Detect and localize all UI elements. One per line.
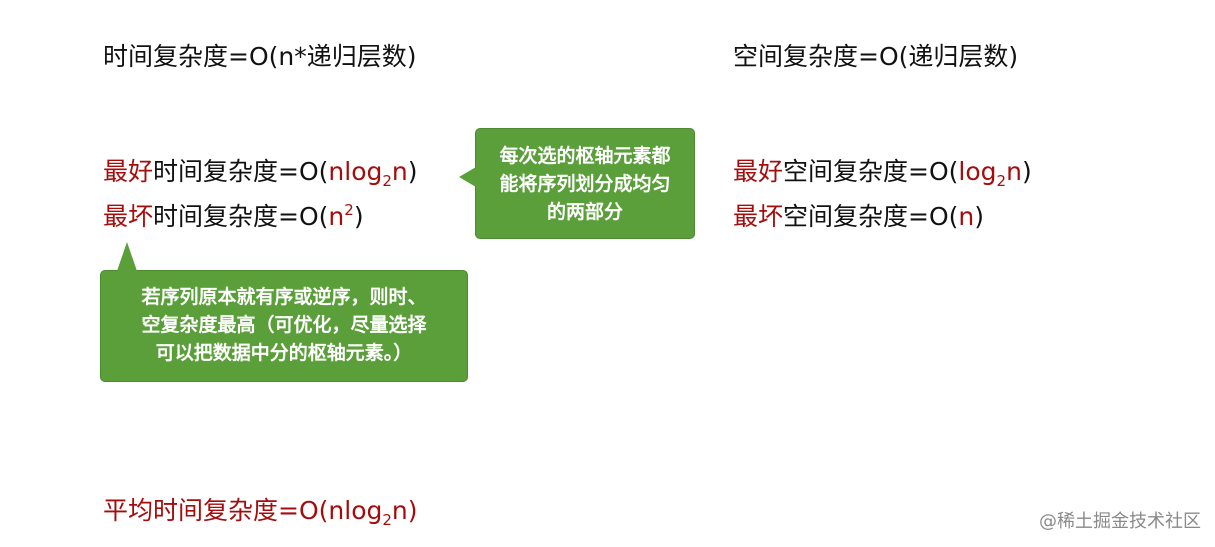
average-time-complexity: 平均时间复杂度=O(nlog2n) [103,494,418,531]
worst-callout-line2: 空复杂度最高（可优化，尽量选择 [141,314,427,336]
worst-time-text: 时间复杂度=O( [153,202,329,231]
pivot-callout-line3: 的两部分 [546,201,623,223]
space-complexity-general: 空间复杂度=O(递归层数) [733,42,1019,71]
worst-space-close: ) [974,202,985,231]
average-label: 平均 [103,496,154,525]
best-space-close: ) [1021,157,1032,186]
pivot-callout-line2: 能将序列划分成均匀 [499,173,671,195]
worst-case-callout: 若序列原本就有序或逆序，则时、 空复杂度最高（可优化，尽量选择 可以把数据中分的… [100,242,468,382]
worst-space-complexity: 最坏空间复杂度=O(n) [733,200,984,234]
average-time-close: ) [407,496,418,525]
best-space-value: log2n [958,157,1022,190]
worst-time-complexity: 最坏时间复杂度=O(n2) [103,200,364,237]
best-space-complexity: 最好空间复杂度=O(log2n) [733,155,1032,192]
pivot-callout-line1: 每次选的枢轴元素都 [499,145,671,167]
worst-callout-line1: 若序列原本就有序或逆序，则时、 [141,286,427,308]
worst-time-close: ) [353,202,364,231]
average-time-text: 时间复杂度=O( [153,496,329,525]
watermark: @稀土掘金技术社区 [1039,511,1201,532]
best-space-text: 空间复杂度=O( [783,157,959,186]
worst-space-value: n [958,202,975,231]
best-time-complexity: 最好时间复杂度=O(nlog2n) [103,155,418,192]
worst-label: 最坏 [103,202,154,231]
best-time-value: nlog2n [328,157,408,190]
best-space-label: 最好 [733,157,784,186]
worst-callout-line3: 可以把数据中分的枢轴元素。） [155,342,413,364]
best-time-close: ) [407,157,418,186]
worst-space-label: 最坏 [733,202,784,231]
worst-space-text: 空间复杂度=O( [783,202,959,231]
best-time-text: 时间复杂度=O( [153,157,329,186]
pivot-callout: 每次选的枢轴元素都 能将序列划分成均匀 的两部分 [459,128,695,239]
best-label: 最好 [103,157,154,186]
time-complexity-general: 时间复杂度=O(n*递归层数) [103,42,417,71]
worst-time-value: n2 [328,201,354,231]
average-time-value: nlog2n [328,496,408,529]
